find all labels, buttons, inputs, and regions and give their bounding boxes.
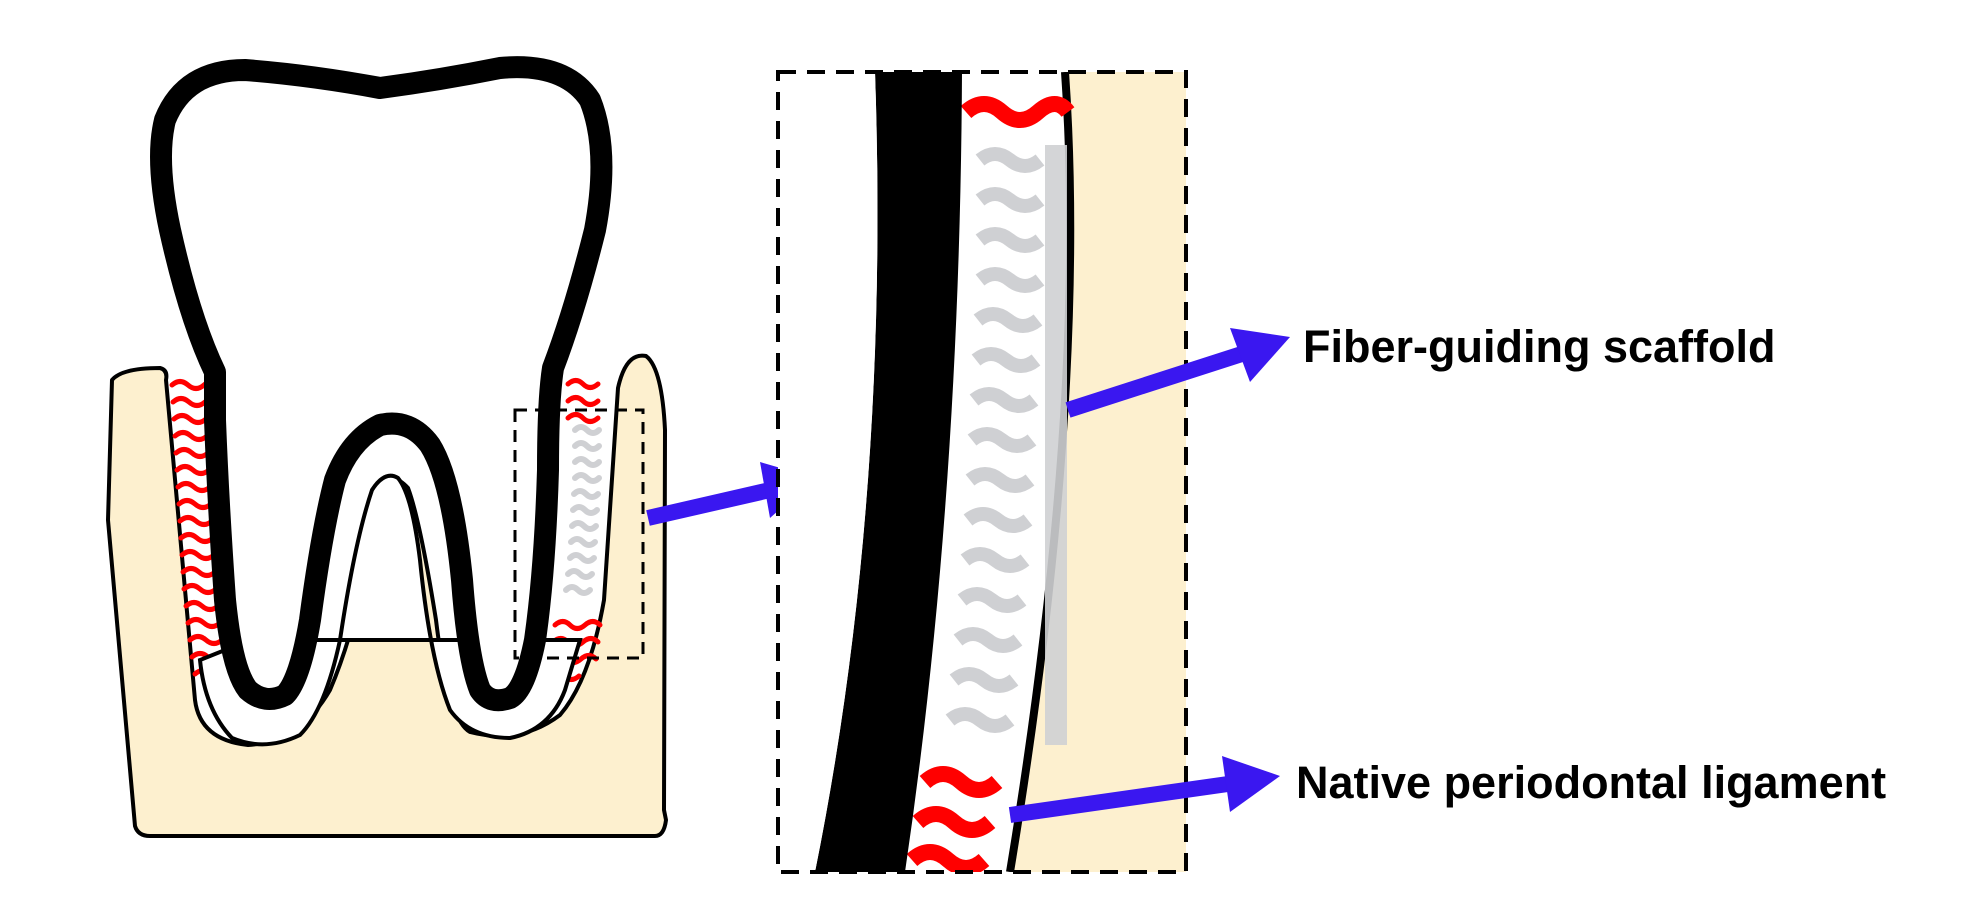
scaffold-fibers-small bbox=[563, 424, 602, 596]
pdl-pointer-arrow bbox=[1008, 756, 1280, 823]
tooth-outline bbox=[150, 56, 613, 712]
native-pdl-fibers-zoom bbox=[906, 96, 1075, 872]
scaffold-fibers-zoom bbox=[945, 147, 1045, 733]
tooth-overview bbox=[106, 56, 668, 838]
scaffold-pointer-arrow bbox=[1065, 328, 1290, 418]
zoom-frame bbox=[776, 70, 1188, 874]
zoom-tooth-root bbox=[815, 72, 962, 872]
zoom-region-indicator bbox=[513, 408, 645, 660]
native-pdl-label: Native periodontal ligament bbox=[1296, 757, 1886, 808]
zoomed-view bbox=[776, 70, 1188, 874]
scaffold-label: Fiber-guiding scaffold bbox=[1303, 321, 1775, 372]
